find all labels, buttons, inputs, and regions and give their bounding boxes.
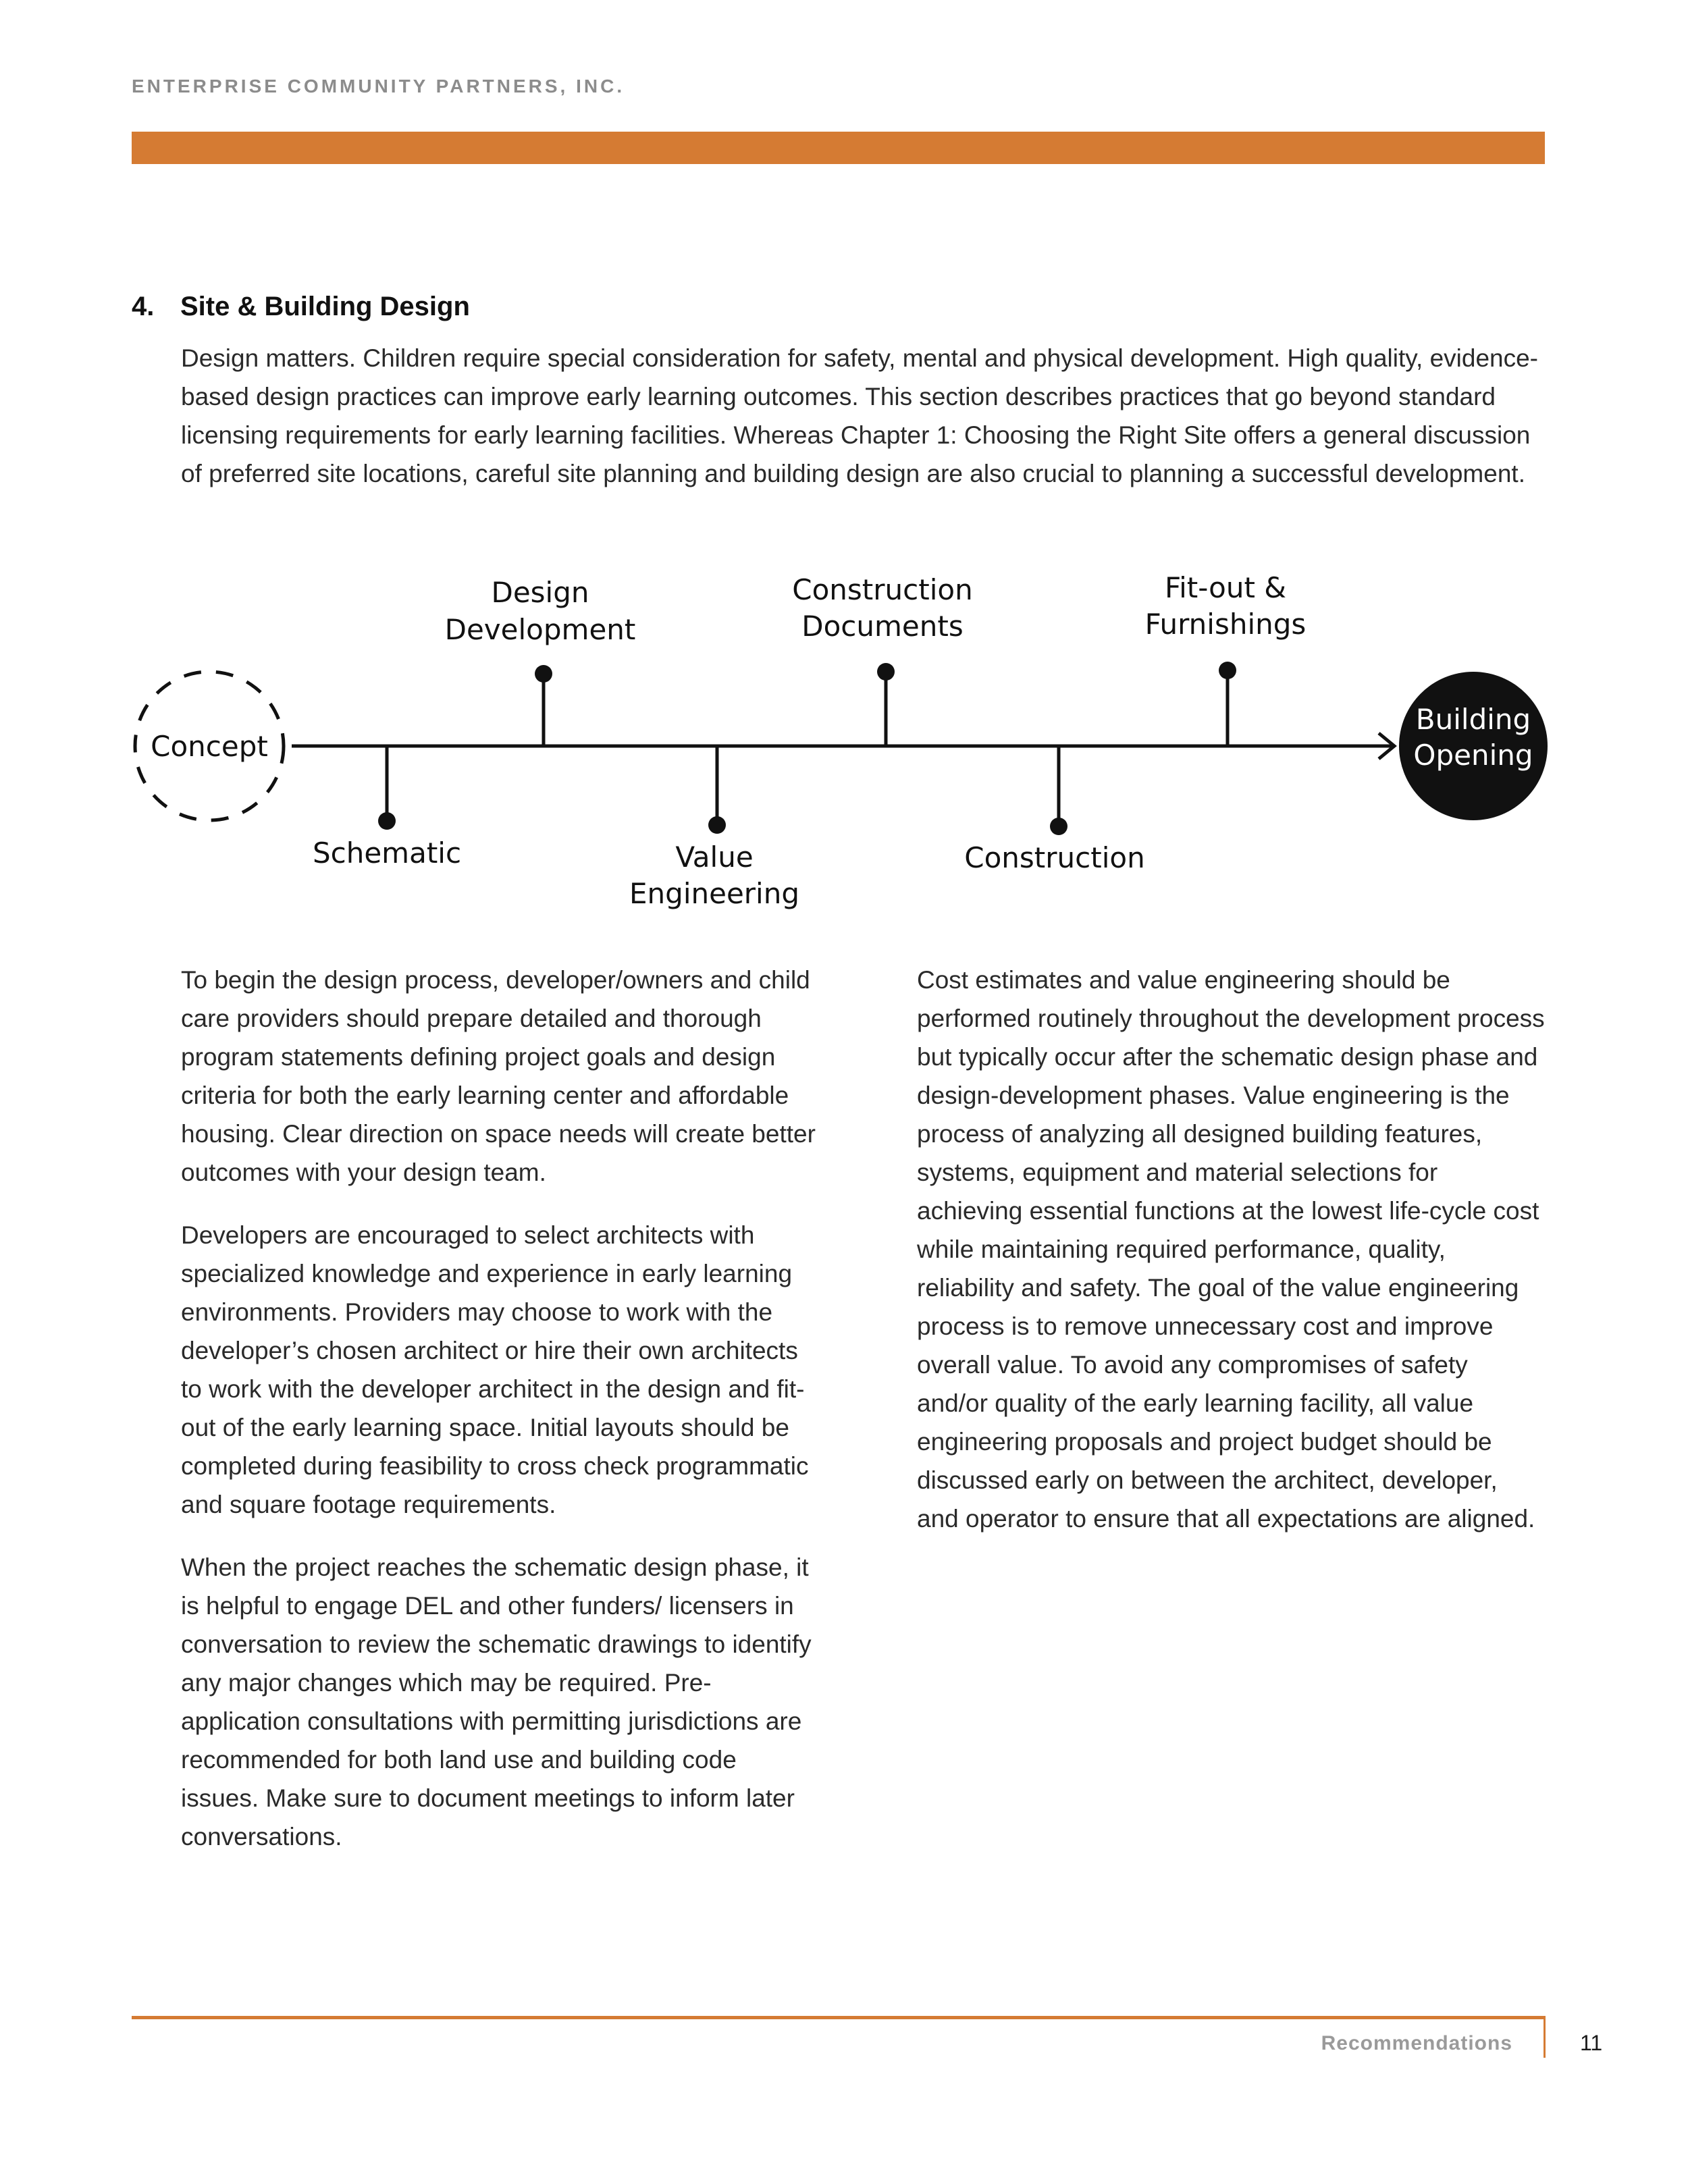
- design-process-timeline: Concept Building Opening Design Developm…: [133, 571, 1548, 910]
- section-heading: 4. Site & Building Design: [132, 292, 470, 322]
- paragraph: When the project reaches the schematic d…: [181, 1553, 812, 1850]
- timeline-end-label-line2: Opening: [1413, 739, 1533, 772]
- paragraph: Cost estimates and value engineering sho…: [917, 966, 1545, 1533]
- milestone-construction: Construction: [964, 746, 1145, 874]
- milestone-label: Fit-out &: [1165, 571, 1286, 604]
- milestone-label: Engineering: [629, 877, 799, 910]
- page-number: 11: [1580, 2031, 1603, 2055]
- milestone-label: Construction: [964, 841, 1144, 874]
- milestone-label: Development: [445, 613, 636, 646]
- section-title: Site & Building Design: [180, 292, 470, 321]
- milestone-label: Documents: [801, 610, 963, 643]
- footer-rule: [132, 2016, 1545, 2019]
- section-number: 4.: [132, 292, 155, 321]
- paragraph: To begin the design process, developer/o…: [181, 966, 816, 1186]
- paragraph: Developers are encouraged to select arch…: [181, 1221, 809, 1518]
- organization-name: ENTERPRISE COMMUNITY PARTNERS, INC.: [132, 76, 625, 97]
- header-accent-bar: [132, 132, 1545, 164]
- milestone-label: Design: [491, 576, 589, 609]
- body-column-left: To begin the design process, developer/o…: [181, 961, 819, 1880]
- milestone-schematic: Schematic: [313, 746, 461, 870]
- milestone-label: Schematic: [313, 836, 461, 870]
- milestone-value-engineering: Value Engineering: [629, 746, 799, 910]
- timeline-end-label-line1: Building: [1416, 703, 1531, 736]
- milestone-label: Construction: [792, 573, 972, 606]
- footer-section-name: Recommendations: [1321, 2032, 1512, 2054]
- body-column-right: Cost estimates and value engineering sho…: [917, 961, 1545, 1562]
- building-opening-circle: [1399, 672, 1548, 820]
- concept-circle: [133, 670, 286, 822]
- milestone-label: Furnishings: [1145, 608, 1307, 641]
- milestone-design-development: Design Development: [445, 576, 636, 746]
- milestone-fit-out-furnishings: Fit-out & Furnishings: [1145, 571, 1307, 746]
- milestone-label: Value: [675, 841, 753, 874]
- footer-divider: [1544, 2016, 1546, 2058]
- section-intro: Design matters. Children require special…: [181, 344, 1538, 487]
- timeline-arrowhead: [1377, 732, 1397, 760]
- timeline-start-label: Concept: [151, 730, 268, 763]
- milestone-construction-documents: Construction Documents: [792, 573, 973, 746]
